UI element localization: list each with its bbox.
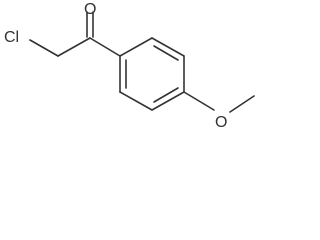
carbonyl-oxygen-atom-label: O — [84, 1, 96, 18]
bond-ether-oxygen-methyl — [229, 95, 255, 113]
ring-inner-bond-1 — [153, 45, 179, 61]
chlorine-atom-label: Cl — [4, 29, 19, 46]
ring-bond-4 — [151, 91, 185, 111]
ether-oxygen-atom-label: O — [215, 114, 227, 131]
bond-ring-ether-oxygen — [183, 91, 215, 111]
bond-ch2-carbonyl — [57, 37, 91, 57]
ring-bond-1 — [119, 37, 153, 57]
ring-bond-2 — [151, 37, 185, 57]
bond-carbonyl-ring — [89, 37, 121, 57]
bond-cl-ch2 — [29, 39, 59, 57]
ring-bond-5 — [119, 91, 153, 111]
chemical-structure: Cl O O — [4, 1, 255, 131]
ring-inner-bond-2 — [153, 87, 179, 103]
